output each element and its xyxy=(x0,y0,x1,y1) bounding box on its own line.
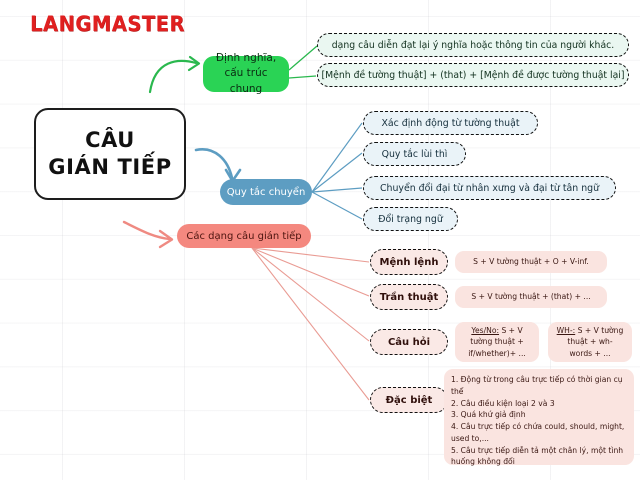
formula-tran-thuat: S + V tường thuật + (that) + ... xyxy=(455,286,607,308)
formula-cau-hoi-wh: WH-: S + V tường thuật + wh- words + ... xyxy=(548,322,632,362)
arrow-to-definition xyxy=(148,59,198,94)
central-topic-node: CÂU GIÁN TIẾP xyxy=(34,108,186,200)
definition-leaf-2[interactable]: [Mệnh đề tường thuật] + (that) + [Mệnh đ… xyxy=(317,63,629,87)
note-item: 5. Câu trực tiếp diễn tả một chân lý, mộ… xyxy=(451,445,624,467)
note-item: 1. Động từ trong câu trực tiếp có thời g… xyxy=(451,375,623,396)
brand-logo: LANGMASTER xyxy=(30,12,185,36)
rules-leaf-1[interactable]: Xác định động từ tường thuật xyxy=(363,111,538,135)
type-node-menh-lenh[interactable]: Mệnh lệnh xyxy=(370,249,448,275)
definition-leaf-1[interactable]: dạng câu diễn đạt lại ý nghĩa hoặc thông… xyxy=(317,33,629,57)
formula-yesno-text: S + V tường thuật + if/whether)+ ... xyxy=(468,325,526,358)
formula-cau-hoi-yesno: Yes/No: S + V tường thuật + if/whether)+… xyxy=(455,322,539,362)
note-item: 3. Quá khứ giả định xyxy=(451,410,526,420)
edge-definition-1 xyxy=(288,45,318,71)
edge-types-1 xyxy=(251,247,370,263)
central-topic-line1: CÂU xyxy=(85,128,135,153)
arrowhead-definition xyxy=(187,55,201,72)
notes-dac-biet: 1. Động từ trong câu trực tiếp có thời g… xyxy=(444,369,634,466)
edge-rules-3 xyxy=(311,187,363,193)
formula-wh-prefix: WH-: xyxy=(556,325,576,335)
type-node-tran-thuat[interactable]: Trần thuật xyxy=(370,284,448,310)
formula-menh-lenh: S + V tường thuật + O + V-inf. xyxy=(455,251,607,273)
branch-types-node[interactable]: Các dạng câu gián tiếp xyxy=(177,224,311,248)
formula-yesno-prefix: Yes/No: xyxy=(471,325,500,335)
edge-rules-2 xyxy=(311,152,363,193)
formula-wh-text: S + V tường thuật + wh- words + ... xyxy=(567,325,624,358)
arrow-to-types xyxy=(122,220,172,241)
edge-types-3 xyxy=(251,247,370,342)
arrow-to-rules xyxy=(194,148,234,180)
rules-leaf-2[interactable]: Quy tắc lùi thì xyxy=(363,142,466,166)
note-item: 2. Câu điều kiện loại 2 và 3 xyxy=(451,398,555,408)
rules-leaf-4[interactable]: Đổi trạng ngữ xyxy=(363,207,458,231)
edge-rules-1 xyxy=(311,122,363,193)
arrowhead-types xyxy=(158,229,174,249)
edge-types-4 xyxy=(251,247,370,401)
rules-leaf-3[interactable]: Chuyển đổi đại từ nhân xưng và đại từ tâ… xyxy=(363,176,616,200)
type-node-dac-biet[interactable]: Đặc biệt xyxy=(370,387,448,413)
branch-rules-node[interactable]: Quy tắc chuyển xyxy=(220,179,312,205)
edge-rules-4 xyxy=(311,191,363,220)
edge-types-2 xyxy=(251,247,370,297)
note-item: 4. Câu trực tiếp có chứa could, should, … xyxy=(451,422,625,443)
branch-definition-node[interactable]: Định nghĩa, cấu trúc chung xyxy=(203,52,289,95)
central-topic-line2: GIÁN TIẾP xyxy=(48,155,172,179)
type-node-cau-hoi[interactable]: Câu hỏi xyxy=(370,329,448,355)
edge-definition-2 xyxy=(288,75,317,79)
